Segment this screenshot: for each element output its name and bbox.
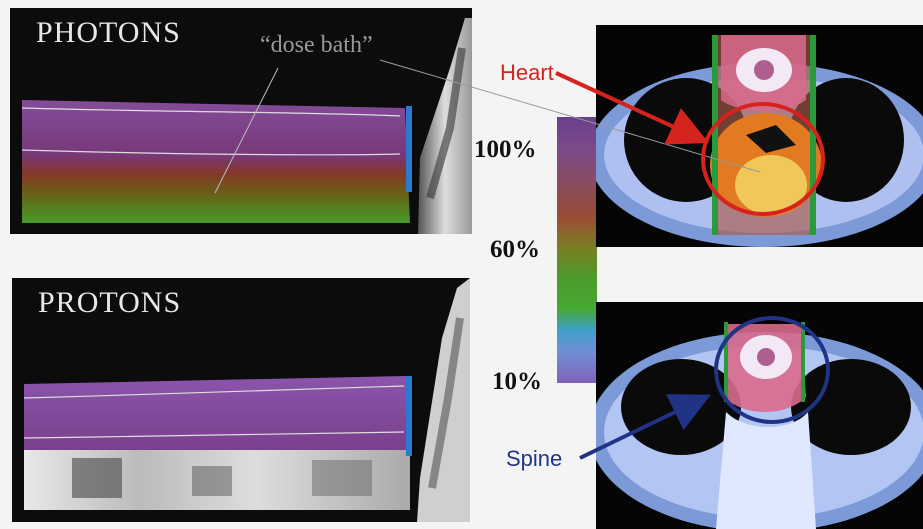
colorbar-label-60: 60% xyxy=(490,236,540,264)
colorbar-label-100: 100% xyxy=(474,136,537,164)
axial-ct-photons xyxy=(596,25,923,247)
colorbar-label-10: 10% xyxy=(492,368,542,396)
axial-ct-photons-image xyxy=(596,25,923,247)
protons-title: PROTONS xyxy=(38,286,181,320)
protons-panel: PROTONS xyxy=(12,278,470,522)
photons-title: PHOTONS xyxy=(36,16,181,50)
photons-panel: PHOTONS “dose bath” xyxy=(10,8,472,234)
axial-ct-protons xyxy=(596,302,923,529)
dose-colorbar xyxy=(557,117,597,383)
heart-label: Heart xyxy=(500,60,554,86)
dose-bath-annotation: “dose bath” xyxy=(260,32,373,59)
axial-ct-protons-image xyxy=(596,302,923,529)
spine-label: Spine xyxy=(506,446,562,472)
